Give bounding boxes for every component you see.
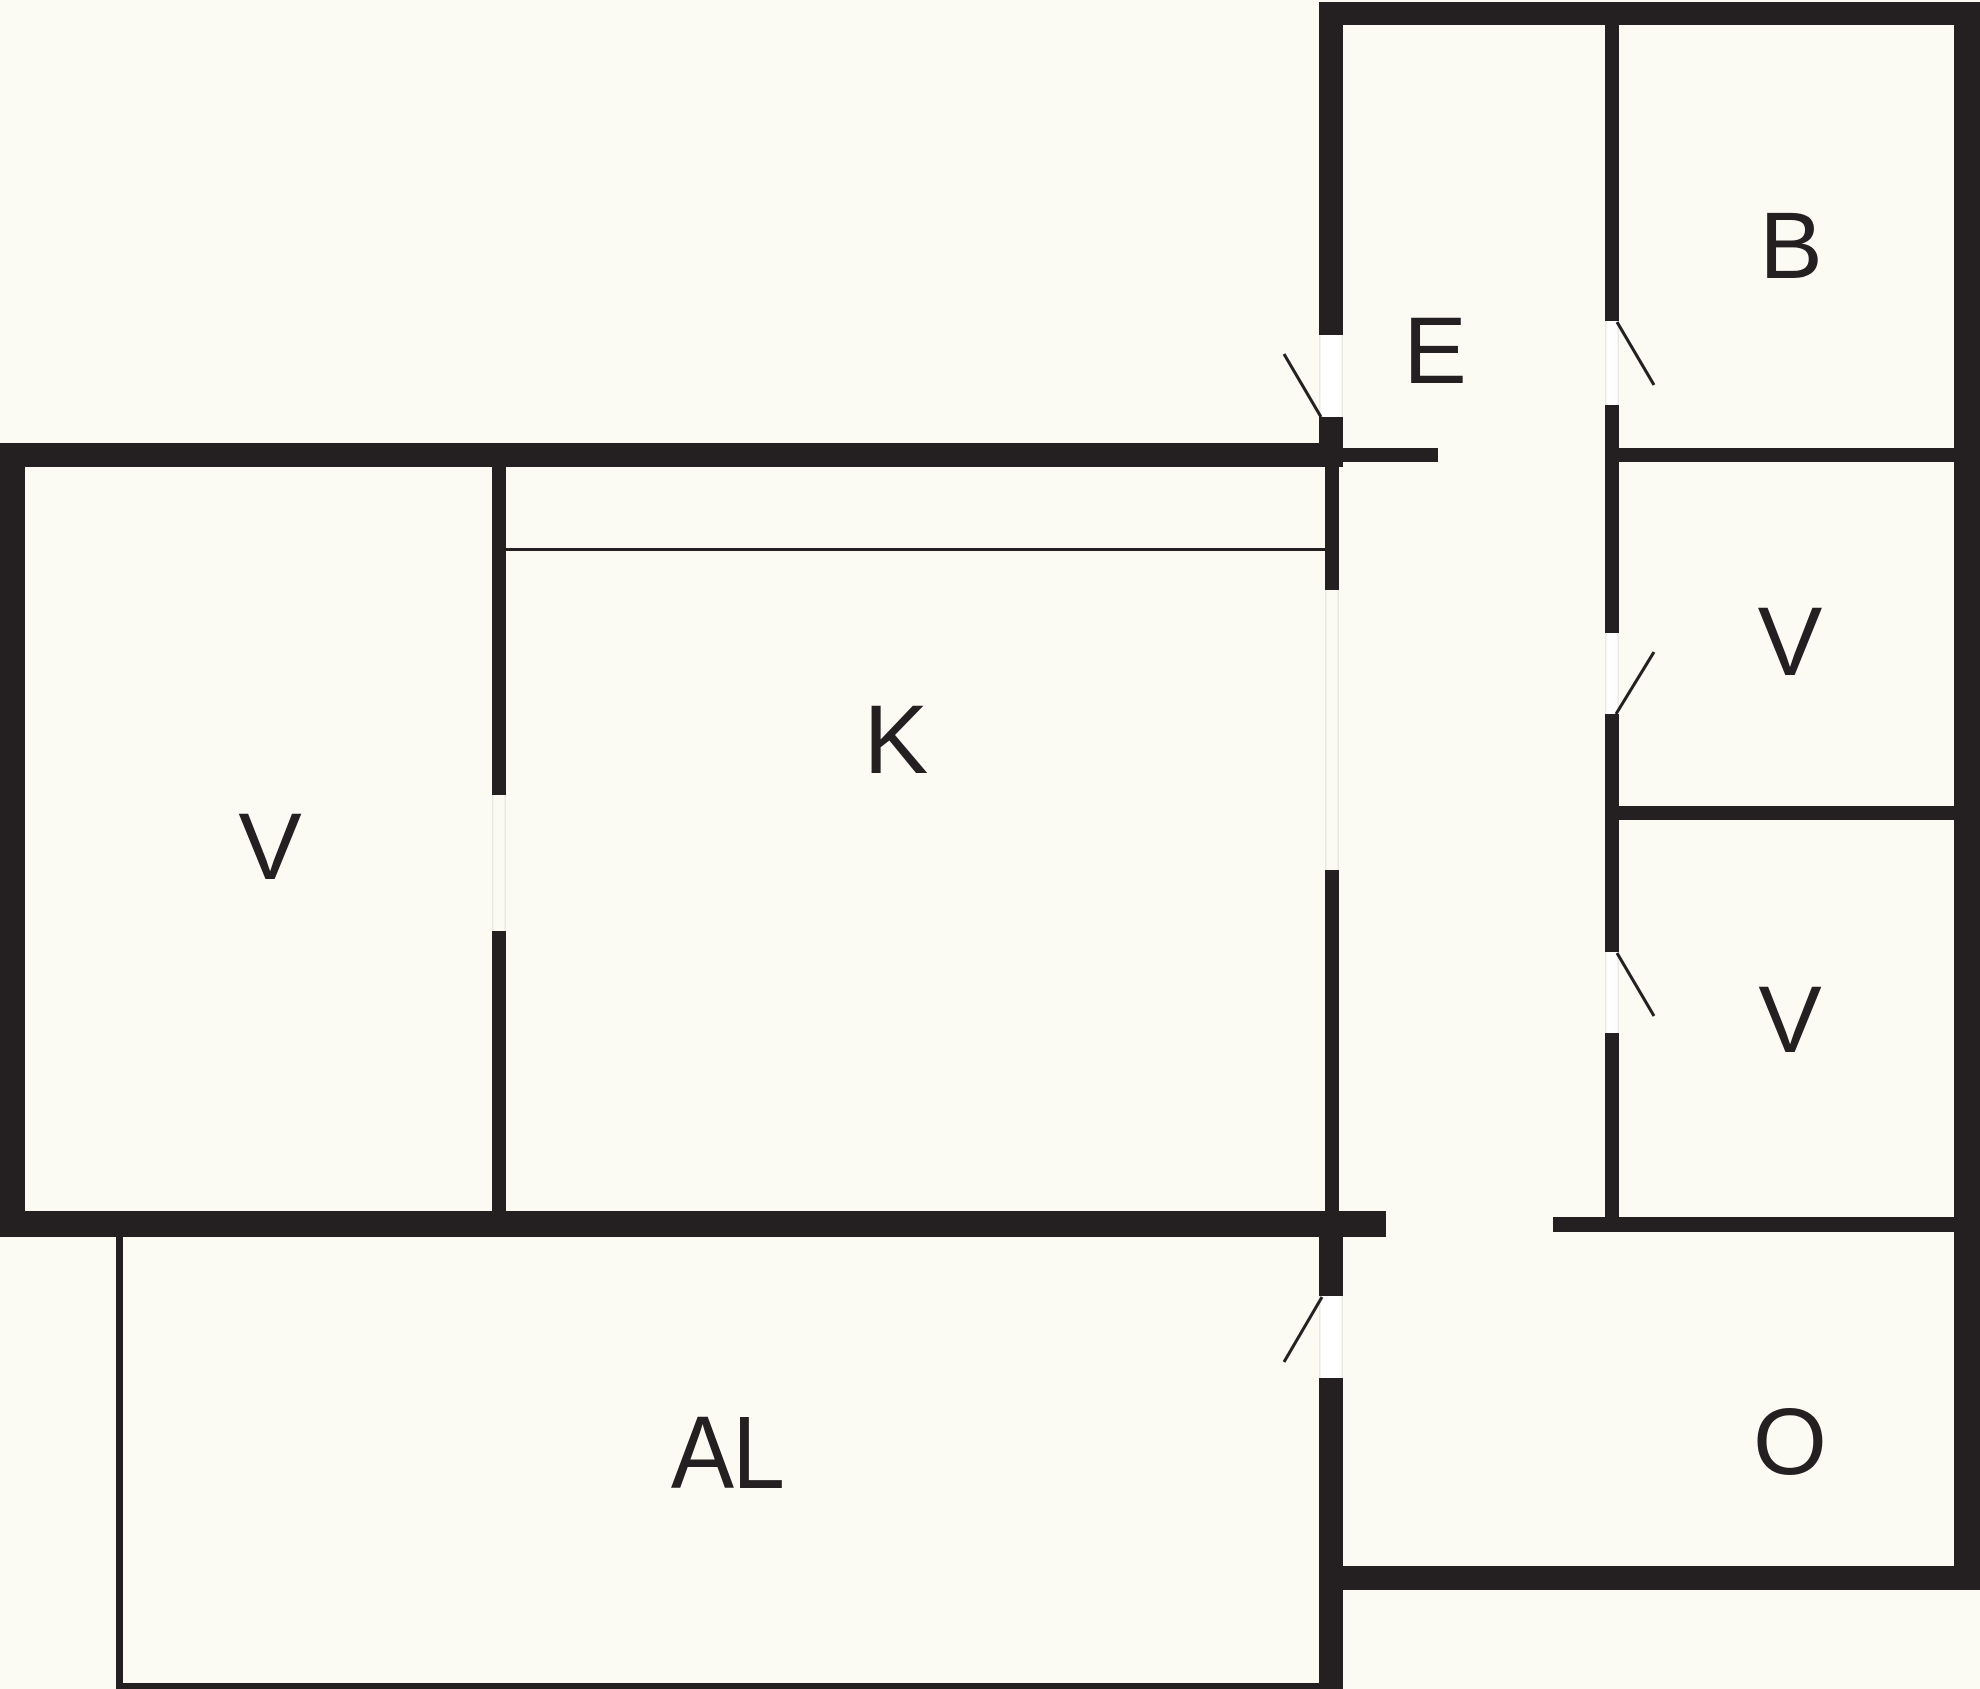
svg-text:E: E [1403, 298, 1466, 404]
svg-text:AL: AL [671, 1394, 783, 1510]
svg-text:B: B [1759, 193, 1822, 299]
svg-text:V: V [238, 794, 301, 900]
svg-text:V: V [1758, 967, 1821, 1073]
svg-text:K: K [864, 685, 929, 794]
svg-text:O: O [1753, 1389, 1827, 1495]
svg-text:V: V [1758, 587, 1823, 696]
